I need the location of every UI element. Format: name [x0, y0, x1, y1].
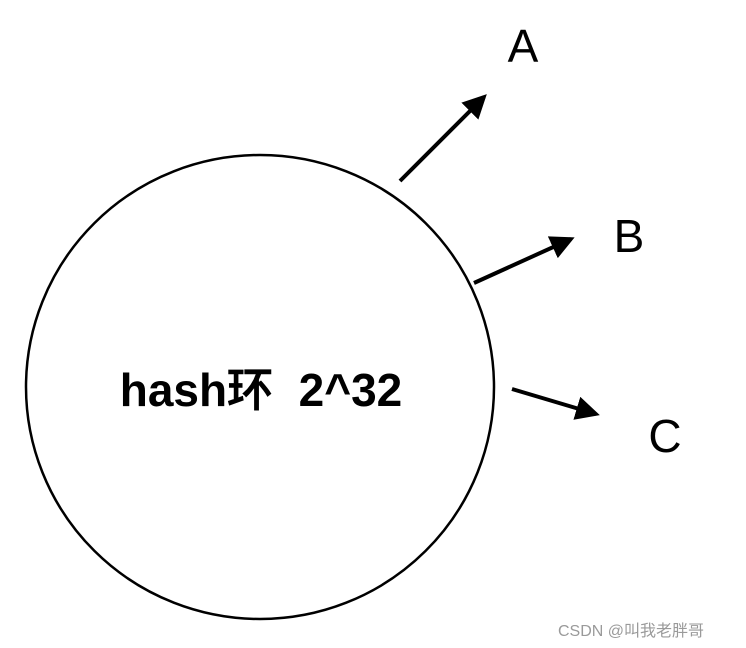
hash-ring-label: hash环 2^32	[120, 364, 403, 416]
watermark: CSDN @叫我老胖哥	[558, 622, 704, 640]
node-c-label: C	[648, 410, 681, 462]
arrow-to-node-a	[398, 94, 487, 183]
arrow-to-node-b	[473, 236, 575, 285]
node-b-label: B	[614, 210, 645, 262]
node-a-label: A	[508, 20, 539, 72]
hash-ring-circle	[24, 153, 496, 621]
arrow-to-node-c	[511, 387, 600, 420]
